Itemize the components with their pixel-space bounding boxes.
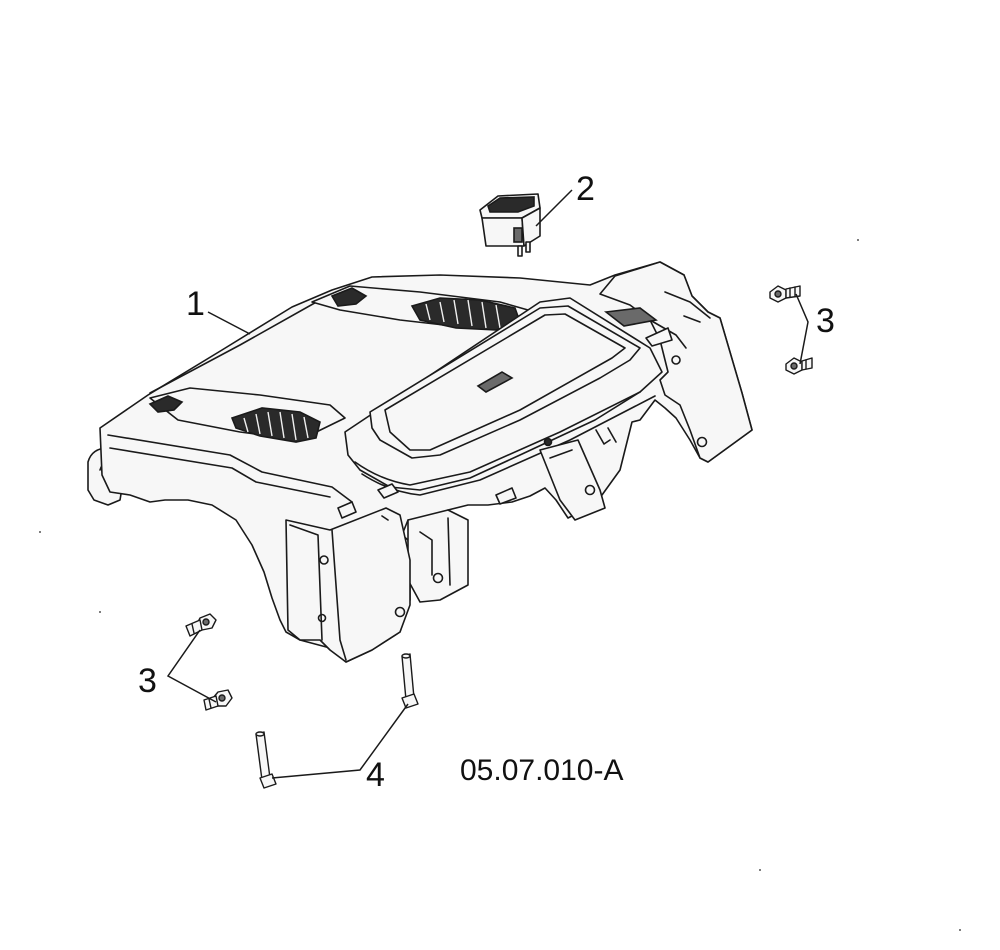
screw-left-upper <box>185 613 217 637</box>
screw-right-lower <box>785 357 813 375</box>
mid-bracket <box>407 509 469 603</box>
callout-4: 4 <box>366 756 385 794</box>
diagram-code: 05.07.010-A <box>460 754 623 787</box>
right-vent <box>311 285 536 331</box>
leader-1 <box>207 311 251 335</box>
rocker-switch-part <box>479 193 541 257</box>
leader-4 <box>271 703 409 779</box>
leader-3-left <box>166 629 217 703</box>
callout-3-left: 3 <box>138 662 157 700</box>
bolt-lower <box>255 731 277 789</box>
left-vent <box>148 387 346 443</box>
leader-3-right <box>795 293 809 365</box>
scan-specks <box>39 239 961 931</box>
callout-3-right: 3 <box>816 302 835 340</box>
center-console-box <box>344 297 663 496</box>
bolt-upper <box>401 653 419 709</box>
screw-left-lower <box>203 689 233 711</box>
screw-right-upper <box>769 285 801 303</box>
callout-2: 2 <box>576 170 595 208</box>
right-rear-bracket <box>599 261 753 463</box>
front-left-bracket <box>285 507 411 663</box>
leader-lines <box>166 189 809 779</box>
leader-2 <box>535 189 573 227</box>
fender-console-part <box>87 261 753 663</box>
callout-1: 1 <box>186 285 205 323</box>
center-bracket <box>539 427 617 521</box>
